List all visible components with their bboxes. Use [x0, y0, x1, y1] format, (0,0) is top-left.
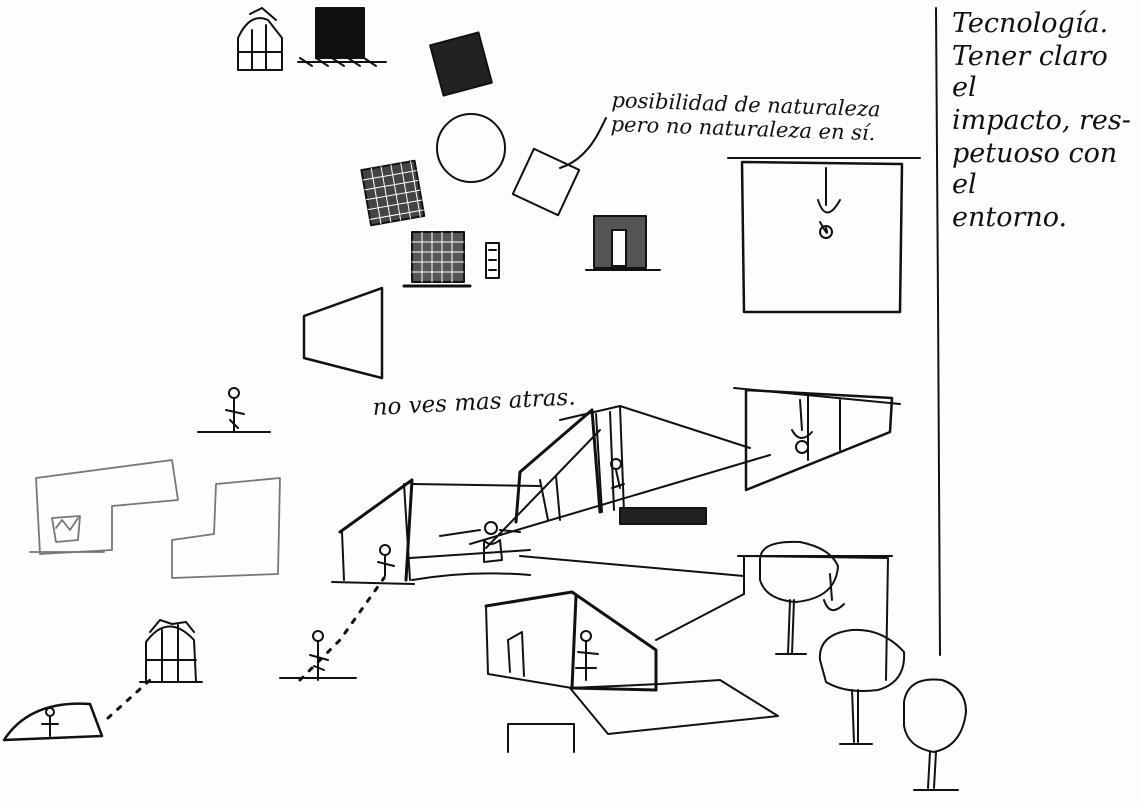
dark-square-tile	[429, 31, 493, 97]
door-icon-small	[485, 242, 500, 279]
mound-shelter	[2, 702, 104, 742]
circle-tile	[436, 113, 506, 183]
note-line: Tecnología.	[952, 8, 1109, 39]
note-line: Tener claro el	[952, 41, 1108, 104]
tree-2	[818, 628, 906, 745]
figure-on-line-2	[279, 630, 357, 681]
frame-with-hanging-figure-2	[733, 387, 901, 492]
l-plan-left	[29, 459, 179, 555]
note-line: impacto, res-	[952, 105, 1131, 137]
dotted-path	[106, 576, 386, 720]
note-line: entorno.	[952, 202, 1068, 234]
frame-with-hanging-figure-1	[727, 157, 921, 314]
trapezoid-frame	[302, 286, 384, 380]
dark-building-tile-top	[297, 7, 387, 67]
dark-door-tile	[585, 215, 661, 271]
note-line: petuoso con el	[952, 138, 1118, 201]
tree-3	[903, 678, 967, 791]
hanging-figure-3	[823, 573, 845, 611]
arch-window-icon-bottom	[139, 619, 203, 683]
central-perspective-scene	[331, 405, 771, 585]
note-tecnologia: Tecnología. Tener claro el impacto, res-…	[952, 8, 1132, 235]
note-naturaleza: posibilidad de naturaleza pero no natura…	[610, 88, 881, 146]
arch-window-icon-top	[237, 7, 283, 71]
grid-square-tile	[360, 159, 426, 227]
bottom-building	[484, 590, 779, 753]
tree-1	[759, 540, 839, 655]
grid-building-tile	[402, 231, 472, 288]
naturaleza-pointer	[559, 117, 607, 169]
empty-square-tile	[511, 147, 581, 217]
frame-with-trees	[737, 555, 893, 681]
figure-on-line-1	[197, 387, 271, 433]
l-plan-right	[171, 477, 281, 579]
vertical-divider	[935, 7, 941, 656]
